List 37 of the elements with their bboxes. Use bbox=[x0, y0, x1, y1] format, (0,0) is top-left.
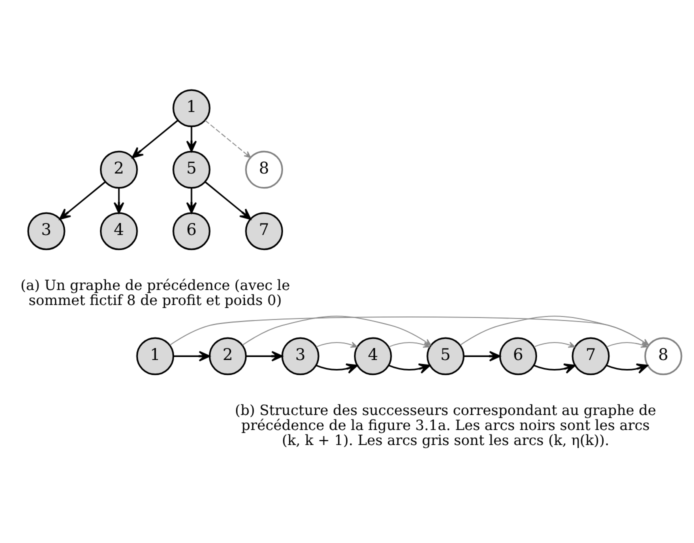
arrow bbox=[316, 342, 358, 348]
arrow bbox=[388, 342, 430, 348]
arrow bbox=[186, 188, 197, 214]
node-circle: 5 bbox=[426, 337, 464, 376]
node-circle: 3 bbox=[281, 337, 320, 376]
arrow bbox=[534, 342, 576, 348]
arrow bbox=[388, 364, 430, 374]
node-circle: 2 bbox=[100, 150, 138, 189]
node-circle: 6 bbox=[172, 212, 210, 250]
arrow bbox=[173, 350, 210, 362]
node-circle: 1 bbox=[136, 337, 174, 376]
arrow bbox=[132, 120, 178, 158]
arrow bbox=[186, 126, 197, 152]
arrow bbox=[59, 181, 106, 220]
arrow bbox=[204, 181, 252, 220]
node-circle: 1 bbox=[172, 89, 210, 128]
node-circle: 8 bbox=[245, 150, 284, 189]
arrow bbox=[316, 364, 358, 374]
node-circle: 2 bbox=[208, 337, 247, 376]
node-circle: 7 bbox=[245, 212, 284, 250]
node-circle: 5 bbox=[172, 150, 210, 189]
arrow bbox=[114, 188, 124, 214]
node-circle: 8 bbox=[644, 337, 682, 376]
node-circle: 7 bbox=[572, 337, 610, 376]
arrow bbox=[460, 316, 649, 346]
label: (a) Un graphe de précédence (avec le sommet fictif 8 de profit et poids 0) bbox=[20, 278, 290, 309]
arrow bbox=[606, 364, 648, 374]
arrow bbox=[246, 350, 283, 362]
arrow bbox=[606, 342, 648, 348]
node-circle: 3 bbox=[27, 212, 66, 250]
arrow bbox=[464, 350, 501, 362]
arrow bbox=[204, 120, 251, 158]
node-circle: 6 bbox=[499, 337, 538, 376]
label: (b) Structure des successeurs correspondant au graphe de précédence de la figure 3.1a. Les arcs noirs sont les arcs (k, k + 1). Les arcs gris sont les arcs (k, η(k)). bbox=[234, 402, 656, 450]
arrow bbox=[534, 364, 576, 374]
node-circle: 4 bbox=[354, 337, 392, 376]
node-circle: 4 bbox=[100, 212, 138, 250]
